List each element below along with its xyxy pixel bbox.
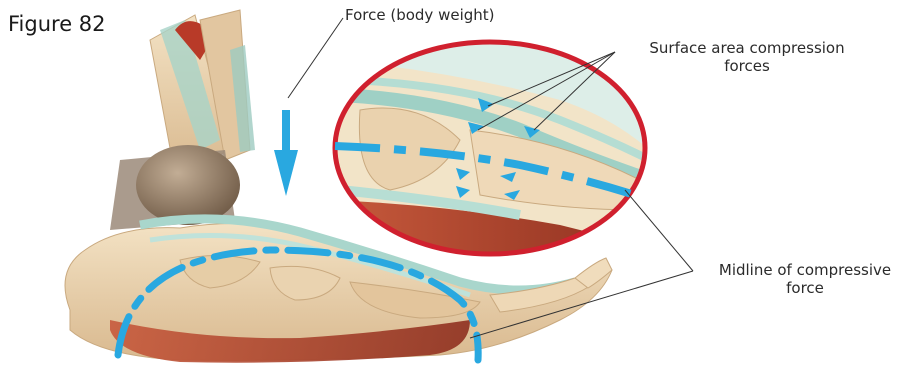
force-arrow: [274, 110, 298, 196]
talus-bone: [136, 145, 240, 225]
surface-label-line1: Surface area compression: [612, 39, 882, 57]
midline-label-line2: force: [694, 279, 916, 297]
midline-label: Midline of compressive force: [694, 261, 916, 297]
surface-label-line2: forces: [612, 57, 882, 75]
surface-compression-label: Surface area compression forces: [612, 39, 882, 75]
figure-title: Figure 82: [8, 12, 106, 36]
force-label: Force (body weight): [345, 6, 495, 24]
midline-label-line1: Midline of compressive: [694, 261, 916, 279]
